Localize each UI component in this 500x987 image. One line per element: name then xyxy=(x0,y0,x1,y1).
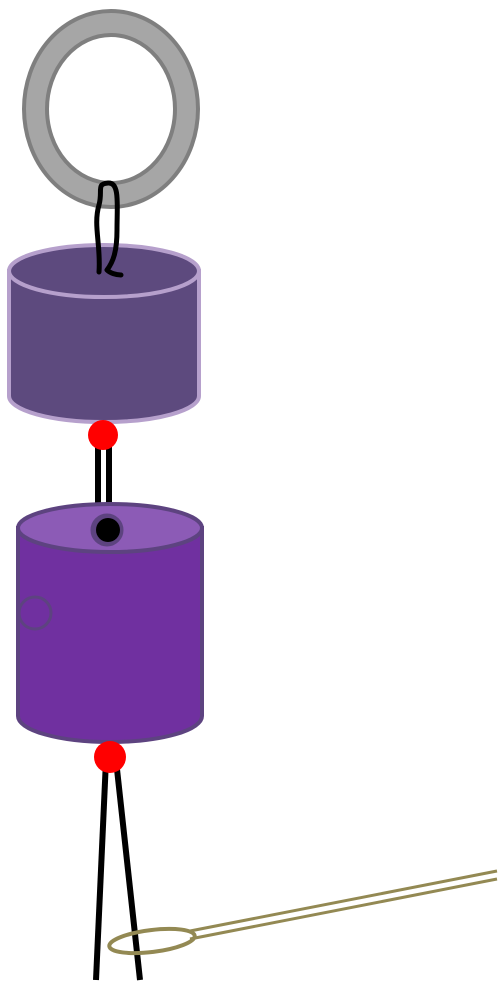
needle-shaft-upper xyxy=(189,869,498,933)
bottom-bead-body xyxy=(16,526,204,744)
knot-bottom xyxy=(94,741,126,773)
key-ring-hole xyxy=(45,33,177,185)
bottom-bead xyxy=(16,502,204,744)
needle-eye xyxy=(107,926,197,956)
cord-tail-right xyxy=(113,759,143,981)
top-bead-top-face xyxy=(7,243,201,299)
top-bead xyxy=(7,243,201,424)
cord-loop xyxy=(94,180,124,278)
knot-top xyxy=(88,420,118,450)
bottom-bead-side-hole xyxy=(17,595,53,631)
key-ring xyxy=(22,9,200,209)
threading-needle xyxy=(107,869,498,956)
cord-tail-left xyxy=(93,759,109,981)
needle-shaft-lower xyxy=(189,877,498,941)
bottom-bead-cord-end xyxy=(96,518,120,542)
cord-tails xyxy=(93,759,143,981)
